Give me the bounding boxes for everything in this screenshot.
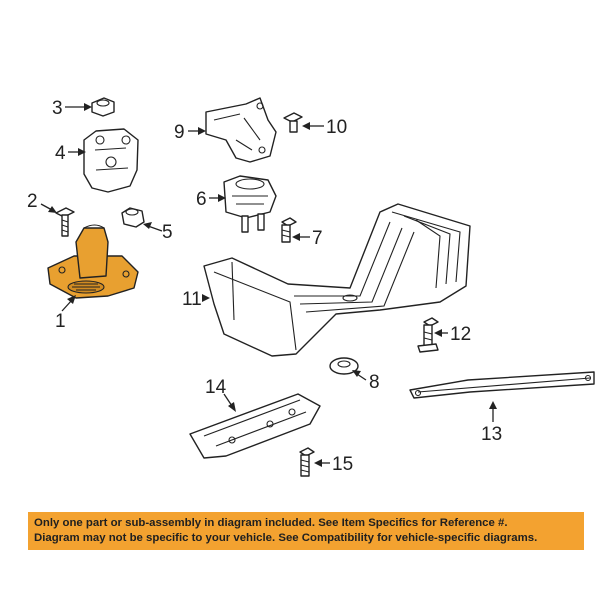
- callout-14: 14: [205, 377, 227, 398]
- callout-3: 3: [52, 98, 63, 119]
- part-2-bolt: [55, 207, 75, 237]
- part-11-crossmember: [203, 203, 471, 357]
- disclaimer-line-2: Diagram may not be specific to your vehi…: [34, 532, 538, 544]
- part-7-bolt: [281, 217, 297, 243]
- callout-6: 6: [196, 189, 207, 210]
- callout-7: 7: [312, 228, 323, 249]
- part-9-bracket: [205, 97, 277, 163]
- callout-13: 13: [481, 424, 502, 445]
- disclaimer-banner: Only one part or sub-assembly in diagram…: [28, 512, 584, 550]
- callout-8: 8: [369, 372, 380, 393]
- part-13-bar: [409, 371, 595, 399]
- callout-15: 15: [332, 454, 353, 475]
- callout-1: 1: [55, 311, 66, 332]
- part-10-bolt: [283, 112, 303, 133]
- callout-5: 5: [162, 222, 173, 243]
- callout-4: 4: [55, 143, 66, 164]
- part-4-bracket: [83, 128, 139, 193]
- part-15-bolt: [299, 447, 315, 477]
- disclaimer-line-1: Only one part or sub-assembly in diagram…: [34, 517, 508, 529]
- callout-12: 12: [450, 324, 471, 345]
- callout-9: 9: [174, 122, 185, 143]
- part-8-washer: [329, 357, 359, 375]
- part-5-bushing: [121, 207, 145, 228]
- callout-11: 11: [182, 289, 202, 310]
- callout-2: 2: [27, 191, 38, 212]
- callout-10: 10: [326, 117, 347, 138]
- part-6-mount: [223, 175, 277, 233]
- part-14-skid-plate: [189, 393, 321, 459]
- part-12-bolt: [417, 317, 439, 353]
- leader-lines: [40, 103, 497, 467]
- part-1-engine-mount: [47, 224, 139, 299]
- part-3-nut: [91, 97, 115, 117]
